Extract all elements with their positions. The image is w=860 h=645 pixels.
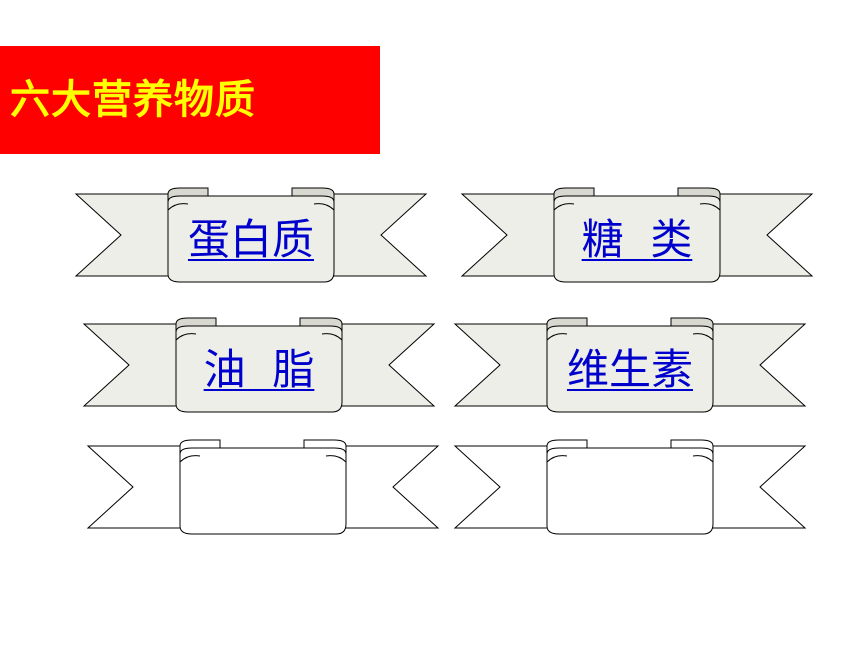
ribbon-front-panel [179,447,347,535]
ribbon-front-panel [553,195,721,283]
banner-link-sugar[interactable]: 糖 类 [581,215,693,264]
title-banner: 六大营养物质 [0,46,380,154]
banner-link-blank-1[interactable] [148,462,378,522]
ribbon-front-panel [175,325,343,413]
ribbon-shape [74,187,428,283]
ribbon-banner-blank-1[interactable] [86,439,440,550]
banner-link-fat[interactable]: 油 脂 [203,345,315,394]
ribbon-curl-left [553,203,575,211]
ribbon-shape [453,317,807,413]
ribbon-curl-right [692,455,714,463]
ribbon-banner-fat[interactable]: 油 脂 [82,317,436,428]
ribbon-front-panel [167,195,335,283]
banner-link-blank-2[interactable] [515,462,745,522]
ribbon-banner-protein[interactable]: 蛋白质 [74,187,428,298]
ribbon-curl-left [546,333,568,341]
ribbon-shape [460,187,814,283]
page-title: 六大营养物质 [10,77,256,123]
ribbon-curl-left [175,333,197,341]
ribbon-curl-left [167,203,189,211]
ribbon-curl-left [179,455,201,463]
banner-link-protein[interactable]: 蛋白质 [187,215,314,264]
ribbon-curl-right [699,203,721,211]
ribbon-shape [82,317,436,413]
ribbon-banner-blank-2[interactable] [453,439,807,550]
ribbon-curl-right [313,203,335,211]
ribbon-banner-sugar[interactable]: 糖 类 [460,187,814,298]
ribbon-curl-right [692,333,714,341]
ribbon-banner-vitamin[interactable]: 维生素 [453,317,807,428]
ribbon-shape [453,439,807,535]
ribbon-front-panel [546,325,714,413]
ribbon-curl-left [546,455,568,463]
ribbon-curl-right [321,333,343,341]
ribbon-curl-right [325,455,347,463]
banner-link-vitamin[interactable]: 维生素 [566,345,693,394]
ribbon-front-panel [546,447,714,535]
ribbon-shape [86,439,440,535]
